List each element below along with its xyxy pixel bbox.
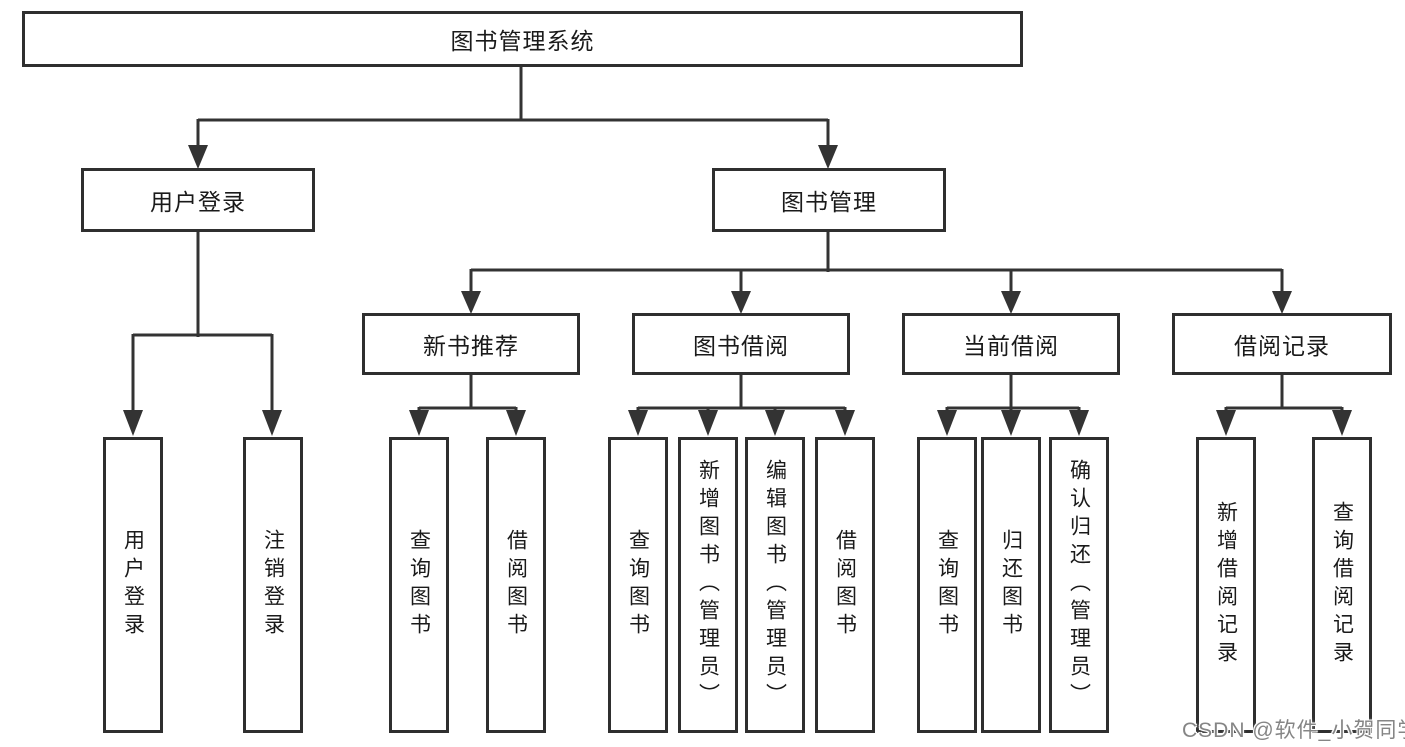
leaf-borrow-books-label: 借阅图书 (833, 529, 857, 641)
leaf-add-book-admin: 新增图书（管理员） (678, 437, 738, 733)
arrowhead-leaf-d3 (1069, 410, 1089, 436)
leaf-query-books-borrow-label: 查询图书 (626, 529, 650, 641)
leaf-logout-label: 注销登录 (261, 529, 285, 641)
arrowhead-leaf-c2 (698, 410, 718, 436)
node-book-management: 图书管理 (712, 168, 946, 232)
csdn-watermark: CSDN @软件_小贺同学 (1182, 719, 1405, 742)
arrowhead-leaf-a1 (123, 410, 143, 436)
node-current-borrowing: 当前借阅 (902, 313, 1120, 375)
node-library-management-system: 图书管理系统 (22, 11, 1023, 67)
leaf-query-borrow-record-label: 查询借阅记录 (1330, 501, 1354, 669)
arrowhead-records (1272, 291, 1292, 314)
leaf-return-books-label: 归还图书 (999, 529, 1023, 641)
arrowhead-leaf-c4 (835, 410, 855, 436)
arrowhead-leaf-e2 (1332, 410, 1352, 436)
node-user-login: 用户登录 (81, 168, 315, 232)
arrowhead-leaf-c1 (628, 410, 648, 436)
leaf-query-books-current: 查询图书 (917, 437, 977, 733)
leaf-user-login-label: 用户登录 (121, 529, 145, 641)
arrow-heads (123, 145, 1352, 436)
node-borrowing-records: 借阅记录 (1172, 313, 1392, 375)
leaf-query-borrow-record: 查询借阅记录 (1312, 437, 1372, 733)
leaf-edit-book-admin: 编辑图书（管理员） (745, 437, 805, 733)
arrowhead-book-mgmt (818, 145, 838, 169)
arrowhead-newbook (461, 291, 481, 314)
leaf-borrow-books-recommend-label: 借阅图书 (504, 529, 528, 641)
node-new-book-recommend: 新书推荐 (362, 313, 580, 375)
leaf-edit-book-admin-label: 编辑图书（管理员） (763, 459, 787, 711)
leaf-borrow-books: 借阅图书 (815, 437, 875, 733)
arrowhead-borrowmod (731, 291, 751, 314)
leaf-query-books-current-label: 查询图书 (935, 529, 959, 641)
leaf-confirm-return-admin-label: 确认归还（管理员） (1067, 459, 1091, 711)
arrowhead-leaf-b1 (409, 410, 429, 436)
arrowhead-leaf-e1 (1216, 410, 1236, 436)
node-book-borrowing: 图书借阅 (632, 313, 850, 375)
leaf-logout: 注销登录 (243, 437, 303, 733)
arrowhead-leaf-d2 (1001, 410, 1021, 436)
leaf-user-login: 用户登录 (103, 437, 163, 733)
leaf-add-borrow-record-label: 新增借阅记录 (1214, 501, 1238, 669)
leaf-return-books: 归还图书 (981, 437, 1041, 733)
leaf-borrow-books-recommend: 借阅图书 (486, 437, 546, 733)
arrowhead-leaf-c3 (765, 410, 785, 436)
arrowhead-user-login (188, 145, 208, 169)
arrowhead-leaf-d1 (937, 410, 957, 436)
arrowhead-leaf-b2 (506, 410, 526, 436)
leaf-query-books-recommend: 查询图书 (389, 437, 449, 733)
leaf-add-book-admin-label: 新增图书（管理员） (696, 459, 720, 711)
leaf-query-books-borrow: 查询图书 (608, 437, 668, 733)
leaf-confirm-return-admin: 确认归还（管理员） (1049, 437, 1109, 733)
leaf-add-borrow-record: 新增借阅记录 (1196, 437, 1256, 733)
arrowhead-leaf-a2 (262, 410, 282, 436)
arrowhead-current (1001, 291, 1021, 314)
leaf-query-books-recommend-label: 查询图书 (407, 529, 431, 641)
